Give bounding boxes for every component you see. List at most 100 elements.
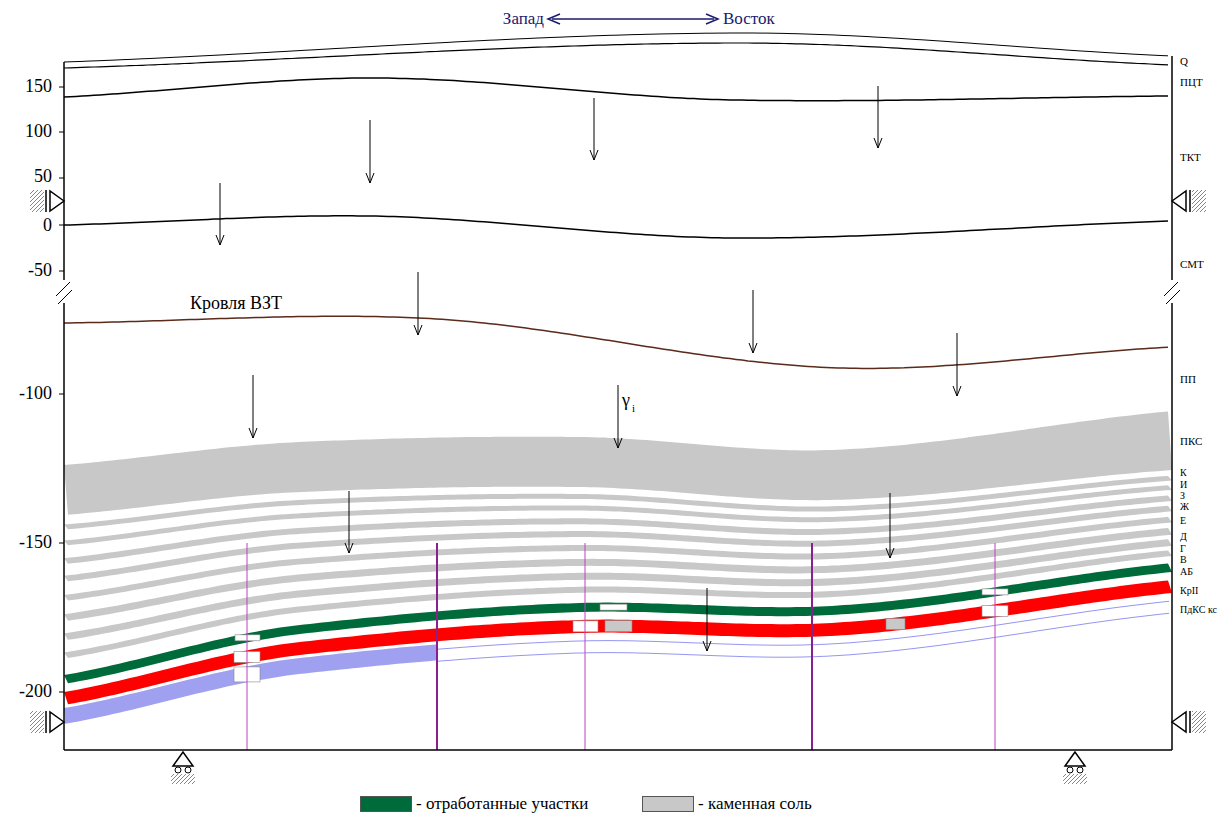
pct-base (64, 78, 1168, 101)
load-arrow (220, 183, 221, 245)
layer-name: И (1180, 479, 1187, 490)
support-ground (1192, 190, 1206, 212)
tick (59, 692, 64, 693)
layer-name: ПЦТ (1180, 76, 1203, 88)
load-subscript: i (632, 402, 635, 414)
load-arrow (349, 491, 350, 553)
load-arrow (370, 120, 371, 183)
axis (63, 303, 65, 750)
axis-number: -150 (19, 533, 52, 553)
support-symbol (45, 711, 47, 733)
layer-roof-label: Кровля ВЗТ (190, 294, 282, 314)
arrow-head (414, 325, 422, 335)
axis-number: 50 (34, 167, 52, 187)
support-symbol (1189, 711, 1191, 733)
arrow-head (249, 428, 257, 438)
arrow-head (706, 14, 718, 24)
layer-name: ПКС (1180, 435, 1202, 447)
support-symbol (50, 712, 64, 732)
legend-text: - каменная соль (698, 794, 812, 814)
support-symbol (1172, 712, 1186, 732)
seam-line (437, 613, 1169, 661)
load-arrow (253, 375, 254, 438)
legend-item: - отработанные участки (360, 794, 588, 814)
tick (59, 87, 64, 88)
arrow-head (216, 235, 224, 245)
support-symbol (45, 190, 47, 212)
arrow-head (345, 543, 353, 553)
support-ground (30, 711, 44, 733)
break-mark (1166, 290, 1180, 304)
axis-number: 100 (25, 122, 52, 142)
axis (1171, 56, 1173, 280)
load-arrow (594, 98, 595, 160)
legend-swatch (642, 796, 694, 812)
layer-name: Q (1180, 55, 1188, 67)
arrow-head (614, 438, 622, 448)
tick (59, 178, 64, 179)
pillar (886, 619, 905, 630)
borehole (585, 543, 586, 750)
support-symbol (1065, 752, 1085, 766)
arrow-head (749, 343, 757, 353)
load-arrow (878, 86, 879, 148)
load-arrow (418, 272, 419, 335)
seam-line (437, 601, 1169, 649)
vzt-roof (64, 316, 1168, 368)
tick (59, 271, 64, 272)
seam-blue (64, 644, 437, 723)
direction-label: Восток (723, 10, 775, 29)
tick (59, 132, 64, 133)
load-arrow (753, 290, 754, 353)
legend-item: - каменная соль (642, 794, 812, 814)
pillar (605, 621, 632, 632)
tick (59, 394, 64, 395)
arrow-head (703, 641, 711, 651)
support-symbol (173, 752, 193, 766)
axis-number: 150 (25, 77, 52, 97)
axis (64, 749, 1172, 751)
support-roller (1067, 767, 1073, 773)
borehole (247, 543, 248, 750)
layer-name: В (1180, 554, 1187, 565)
break-mark (58, 290, 72, 304)
support-ground (1063, 774, 1087, 784)
layer-name: ТКТ (1180, 151, 1201, 163)
support-ground (171, 774, 195, 784)
load-arrow (890, 493, 891, 558)
support-ground (1192, 711, 1206, 733)
arrow-head (590, 150, 598, 160)
axis-number: -50 (28, 261, 52, 281)
arrow-head (886, 548, 894, 558)
layer-name: З (1180, 490, 1185, 501)
layer-name: АБ (1180, 566, 1193, 577)
support-roller (175, 767, 181, 773)
layer-name: СМТ (1180, 258, 1204, 270)
layer-name: Ж (1180, 501, 1189, 512)
tick (59, 543, 64, 544)
layer-name: Г (1180, 543, 1186, 554)
q-base (64, 43, 1168, 68)
tick (59, 225, 64, 226)
support-symbol (1189, 190, 1191, 212)
axis-number: -200 (19, 682, 52, 702)
layer-name: ПП (1180, 373, 1196, 385)
axis (63, 62, 65, 280)
direction-arrow (552, 18, 714, 20)
load-arrow (707, 588, 708, 651)
layer-name: К (1180, 467, 1187, 478)
support-symbol (50, 191, 64, 211)
borehole (436, 543, 438, 750)
arrow-head (366, 173, 374, 183)
load-arrow (957, 333, 958, 396)
legend-text: - отработанные участки (416, 794, 588, 814)
load-arrow (618, 385, 619, 448)
tkt-base (64, 216, 1168, 238)
support-symbol (1172, 191, 1186, 211)
layer-name: Е (1180, 515, 1186, 526)
axis-number: -100 (19, 384, 52, 404)
arrow-head (548, 14, 560, 24)
support-roller (1077, 767, 1083, 773)
